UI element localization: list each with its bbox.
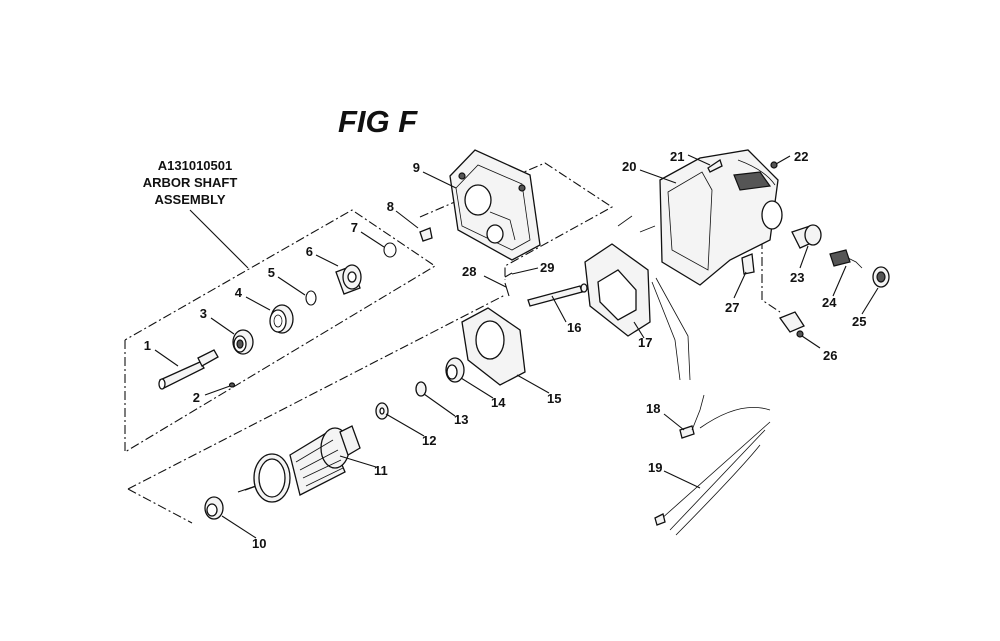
baffle-15 bbox=[461, 307, 526, 386]
callout-1: 1 bbox=[144, 338, 151, 353]
washer-12 bbox=[375, 402, 389, 420]
motor-housing bbox=[659, 149, 783, 286]
ring-7 bbox=[383, 242, 397, 258]
callout-11: 11 bbox=[374, 463, 388, 478]
callout-23: 23 bbox=[790, 270, 804, 285]
callout-25: 25 bbox=[852, 314, 866, 329]
callout-29: 29 bbox=[540, 260, 554, 275]
armature bbox=[237, 425, 361, 503]
leader-lines bbox=[154, 154, 879, 539]
armature-boundary-lower bbox=[127, 488, 193, 524]
arbor-assembly-boundary bbox=[124, 209, 437, 453]
callout-21: 21 bbox=[670, 149, 684, 164]
bearing-14 bbox=[445, 357, 465, 383]
housing-clip-boundary bbox=[761, 240, 781, 313]
callout-8: 8 bbox=[387, 199, 394, 214]
callout-5: 5 bbox=[268, 265, 275, 280]
figure-title: FIG F bbox=[338, 104, 418, 139]
callout-15: 15 bbox=[547, 391, 561, 406]
callout-12: 12 bbox=[422, 433, 436, 448]
callout-27: 27 bbox=[725, 300, 739, 315]
callout-10: 10 bbox=[252, 536, 266, 551]
brush-cap-25 bbox=[872, 266, 890, 288]
callout-13: 13 bbox=[454, 412, 468, 427]
callout-24: 24 bbox=[822, 295, 837, 310]
lead-wires-19 bbox=[654, 407, 771, 536]
assembly-leader-line bbox=[189, 209, 249, 269]
assembly-name-line1: ARBOR SHAFT bbox=[143, 175, 238, 190]
assembly-name-line2: ASSEMBLY bbox=[154, 192, 225, 207]
callout-22: 22 bbox=[794, 149, 808, 164]
carbon-brush-24 bbox=[829, 249, 863, 269]
callout-20: 20 bbox=[622, 159, 636, 174]
bearing-10 bbox=[204, 496, 224, 520]
callout-16: 16 bbox=[567, 320, 581, 335]
wire-clip-26 bbox=[778, 311, 805, 338]
screw-16 bbox=[527, 283, 588, 307]
set-screw-22 bbox=[770, 161, 778, 169]
ring-13 bbox=[415, 381, 427, 397]
callout-26: 26 bbox=[823, 348, 837, 363]
bearing-3 bbox=[232, 329, 254, 355]
brush-holder-23 bbox=[791, 224, 822, 249]
screw-21 bbox=[707, 158, 723, 173]
armature-boundary-upper bbox=[127, 294, 506, 490]
callout-7: 7 bbox=[351, 220, 358, 235]
callout-labels: 1 2 3 4 5 6 7 8 9 10 11 12 13 14 15 16 1… bbox=[144, 149, 867, 551]
bearing-4 bbox=[269, 304, 294, 334]
callout-4: 4 bbox=[235, 285, 243, 300]
retaining-ring-5 bbox=[305, 290, 317, 306]
assembly-part-number: A131010501 bbox=[158, 158, 232, 173]
terminal-27 bbox=[741, 253, 755, 275]
pin-29 bbox=[504, 272, 513, 278]
wire-terminal-18 bbox=[679, 394, 705, 439]
spacer-6 bbox=[335, 264, 362, 295]
callout-14: 14 bbox=[491, 395, 506, 410]
field-stator bbox=[584, 215, 691, 381]
dowel-8 bbox=[419, 227, 433, 242]
callout-6: 6 bbox=[306, 244, 313, 259]
assembly-label: A131010501 ARBOR SHAFT ASSEMBLY bbox=[143, 158, 249, 269]
callout-19: 19 bbox=[648, 460, 662, 475]
gear-housing bbox=[449, 149, 541, 261]
callout-17: 17 bbox=[638, 335, 652, 350]
callout-9: 9 bbox=[413, 160, 420, 175]
callout-28: 28 bbox=[462, 264, 476, 279]
arbor-shaft bbox=[158, 349, 219, 390]
callout-18: 18 bbox=[646, 401, 660, 416]
callout-2: 2 bbox=[193, 390, 200, 405]
callout-3: 3 bbox=[200, 306, 207, 321]
key-pin bbox=[228, 382, 236, 388]
pin-28 bbox=[504, 282, 510, 297]
